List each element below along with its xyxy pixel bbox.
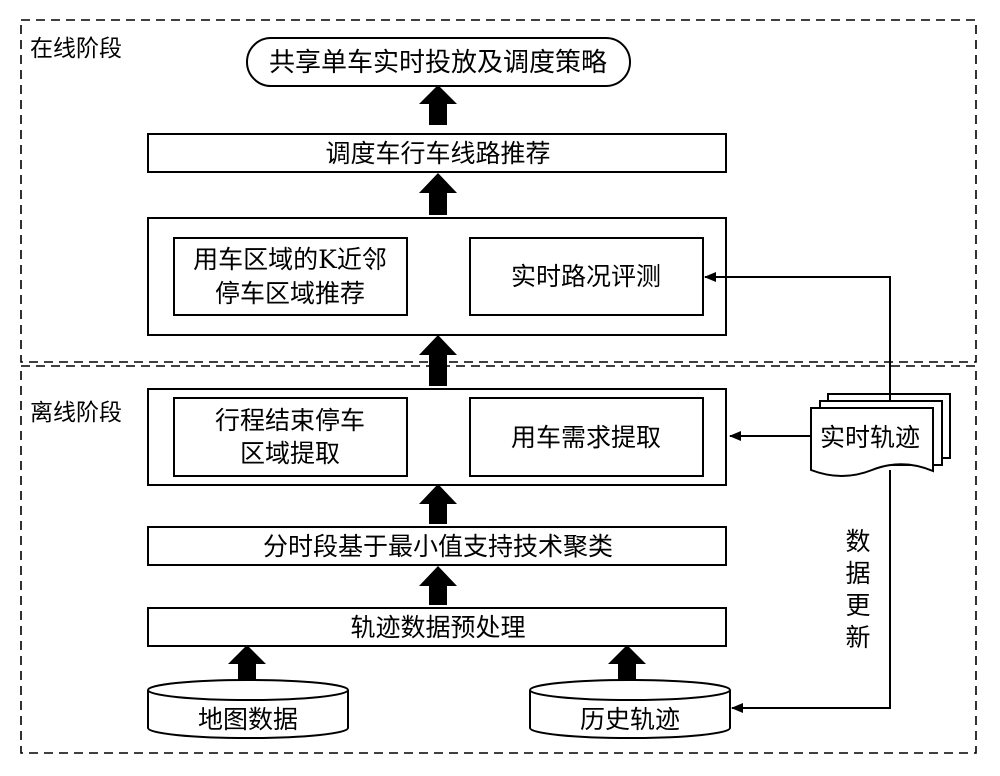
connectors bbox=[704, 272, 891, 713]
traj-to-road-arrow bbox=[704, 272, 891, 400]
demand-extract-label: 用车需求提取 bbox=[511, 423, 661, 452]
history-traj-label: 历史轨迹 bbox=[580, 705, 680, 734]
realtime-traj-document: 实时轨迹 bbox=[810, 393, 951, 477]
online-analysis-node: 用车区域的K近邻 停车区域推荐 实时路况评测 bbox=[147, 217, 727, 336]
map-data-database: 地图数据 bbox=[147, 679, 349, 739]
offline-stage-frame bbox=[20, 365, 977, 754]
online-stage-label: 在线阶段 bbox=[30, 36, 122, 62]
arrow-up-icon bbox=[419, 335, 457, 386]
data-update-char: 新 bbox=[845, 623, 870, 652]
arrow-up-icon bbox=[419, 173, 457, 215]
realtime-road-label: 实时路况评测 bbox=[511, 262, 661, 291]
data-update-char: 数 bbox=[845, 527, 870, 556]
clustering-label: 分时段基于最小值支持技术聚类 bbox=[263, 532, 613, 561]
arrow-up-icon bbox=[608, 645, 646, 680]
data-update-char: 据 bbox=[845, 559, 870, 588]
goal-label: 共享单车实时投放及调度策略 bbox=[269, 48, 607, 78]
knn-label-line2: 停车区域推荐 bbox=[215, 279, 365, 308]
arrow-up-icon bbox=[419, 85, 457, 125]
route-recommend-node: 调度车行车线路推荐 bbox=[147, 133, 727, 173]
trip-end-label-line1: 行程结束停车 bbox=[215, 406, 365, 435]
map-data-label: 地图数据 bbox=[198, 705, 298, 734]
offline-stage-label: 离线阶段 bbox=[30, 400, 122, 426]
route-recommend-label: 调度车行车线路推荐 bbox=[325, 139, 550, 168]
preprocess-node: 轨迹数据预处理 bbox=[147, 607, 727, 647]
arrow-up-icon bbox=[419, 484, 457, 524]
trip-end-label-line2: 区域提取 bbox=[240, 439, 340, 468]
knn-label-line1: 用车区域的K近邻 bbox=[193, 245, 387, 274]
clustering-node: 分时段基于最小值支持技术聚类 bbox=[147, 526, 727, 566]
data-update-char: 更 bbox=[845, 591, 870, 620]
arrow-up-icon bbox=[228, 645, 266, 680]
goal-node: 共享单车实时投放及调度策略 bbox=[246, 37, 631, 87]
preprocess-label: 轨迹数据预处理 bbox=[350, 613, 525, 642]
arrow-up-icon bbox=[419, 566, 457, 605]
realtime-traj-label: 实时轨迹 bbox=[820, 423, 920, 452]
data-update-label: 数 据 更 新 bbox=[845, 527, 870, 652]
traj-to-history-arrow bbox=[731, 470, 891, 713]
offline-extract-node: 行程结束停车 区域提取 用车需求提取 bbox=[147, 388, 727, 486]
history-traj-database: 历史轨迹 bbox=[529, 679, 731, 739]
online-stage-frame bbox=[20, 19, 977, 363]
flow-arrows bbox=[228, 85, 646, 680]
